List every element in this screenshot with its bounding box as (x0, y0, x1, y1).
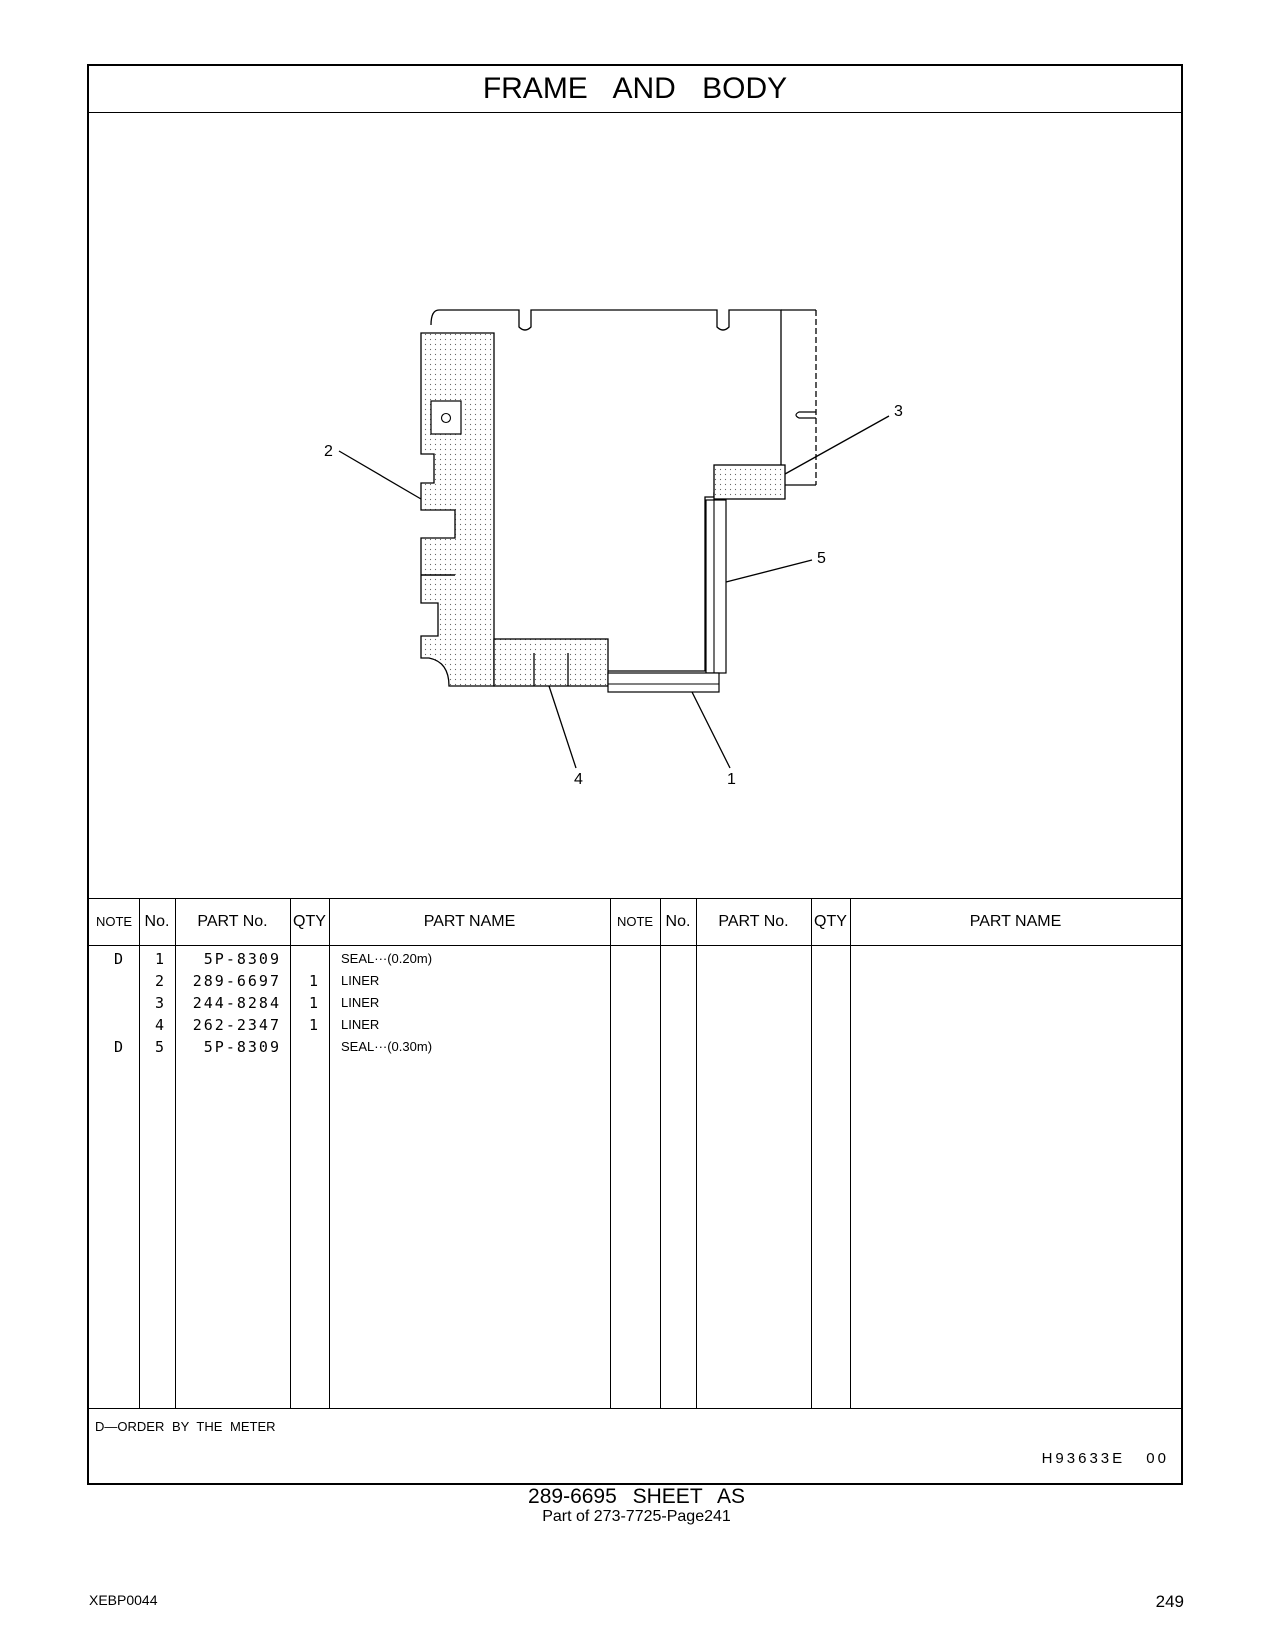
row-no: 3 (154, 994, 166, 1012)
page-number: 249 (1155, 1592, 1184, 1611)
row-part-no: 5P-8309 (203, 950, 281, 968)
header-part-no-right: PART No. (718, 913, 789, 930)
leader-4 (548, 685, 577, 769)
header-part-name-right: PART NAME (969, 913, 1062, 930)
row-part-name: SEAL···(0.30m) (341, 1039, 433, 1054)
callout-1: 1 (727, 771, 736, 788)
sheet-subtitle: Part of 273-7725-Page241 (542, 1508, 731, 1525)
leader-3 (784, 415, 890, 475)
parts-table: NOTE No. PART No. QTY PART NAME NOTE No.… (89, 898, 1181, 1409)
document-id: XEBP0044 (89, 1592, 158, 1608)
row-part-no: 262-2347 (192, 1016, 281, 1034)
row-no: 4 (154, 1016, 166, 1034)
table-row: D 5 5P-8309 SEAL···(0.30m) (89, 1036, 1181, 1058)
header-qty: QTY (293, 913, 326, 930)
table-row: 4 262-2347 1 LINER (89, 1014, 1181, 1036)
row-qty: 1 (308, 1016, 320, 1034)
liner-4 (493, 638, 609, 687)
page-title: FRAME AND BODY (89, 66, 1181, 113)
liner-2 (420, 332, 495, 687)
row-qty: 1 (308, 994, 320, 1012)
parts-diagram: 2 3 5 4 1 (89, 113, 1181, 898)
header-part-name: PART NAME (423, 913, 516, 930)
row-part-name: LINER (341, 973, 380, 988)
callout-3: 3 (894, 403, 903, 420)
callout-5: 5 (817, 550, 826, 567)
callout-2: 2 (324, 443, 333, 460)
leader-5 (725, 559, 813, 583)
sheet-title: 289-6695 SHEET AS (528, 1485, 745, 1508)
table-row: 3 244-8284 1 LINER (89, 992, 1181, 1014)
row-part-name: LINER (341, 995, 380, 1010)
row-no: 5 (154, 1038, 166, 1056)
sheet-outline (430, 309, 782, 672)
row-no: 1 (154, 950, 166, 968)
footnote: D—ORDER BY THE METER (95, 1419, 276, 1434)
leader-2 (338, 450, 422, 500)
row-part-name: LINER (341, 1017, 380, 1032)
seal-1 (607, 672, 720, 693)
header-part-no: PART No. (197, 913, 268, 930)
frame-body-illustration (338, 309, 890, 769)
table-row: D 1 5P-8309 SEAL···(0.20m) (89, 948, 1181, 970)
row-part-name: SEAL···(0.20m) (341, 951, 433, 966)
header-qty-right: QTY (814, 913, 847, 930)
header-no: No. (144, 913, 170, 930)
header-no-right: No. (665, 913, 691, 930)
row-no: 2 (154, 972, 166, 990)
header-note: NOTE (95, 914, 133, 929)
table-row: 2 289-6697 1 LINER (89, 970, 1181, 992)
row-note: D (113, 1038, 125, 1056)
table-header-divider (89, 945, 1181, 946)
liner-3 (713, 464, 786, 500)
parts-page-frame: FRAME AND BODY (87, 64, 1183, 1485)
row-part-no: 244-8284 (192, 994, 281, 1012)
row-note: D (113, 950, 125, 968)
sheet-code: H93633E 00 (1041, 1450, 1169, 1467)
row-part-no: 289-6697 (192, 972, 281, 990)
callout-4: 4 (574, 771, 583, 788)
seal-5 (705, 499, 727, 674)
header-note-right: NOTE (616, 914, 654, 929)
leader-1 (691, 691, 731, 769)
row-qty: 1 (308, 972, 320, 990)
row-part-no: 5P-8309 (203, 1038, 281, 1056)
